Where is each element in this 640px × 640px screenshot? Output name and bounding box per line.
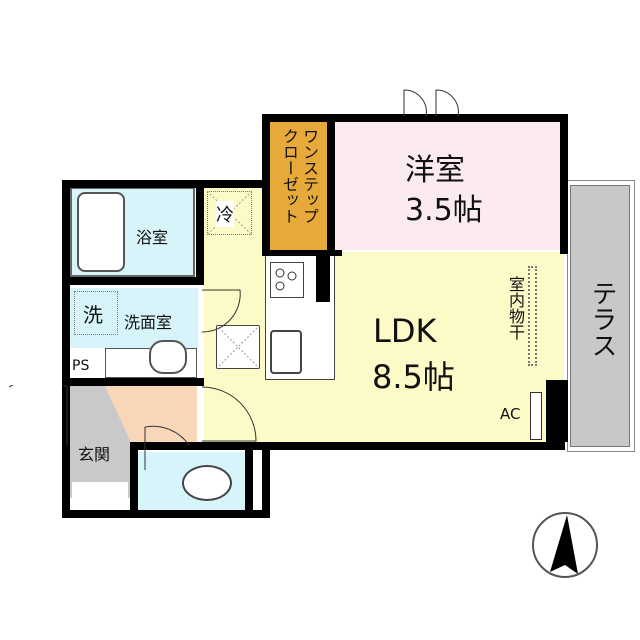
washroom-label: 洗面室 <box>124 313 173 332</box>
closet-label-line2: クローゼット <box>280 128 299 224</box>
wall <box>262 450 270 516</box>
terrace-label: テラス <box>587 280 617 358</box>
wall <box>316 256 330 302</box>
ldk-kitchen-corridor <box>204 188 266 258</box>
burner-icon <box>275 268 297 291</box>
ac-unit <box>530 392 542 440</box>
wall <box>262 114 568 122</box>
western-room <box>335 120 563 250</box>
wall <box>327 120 335 250</box>
storage-space <box>216 325 260 369</box>
wall <box>62 386 70 516</box>
ldk <box>204 252 564 442</box>
closet-label-line1: ワンステップ <box>300 128 319 224</box>
kitchen-sink <box>270 330 302 374</box>
indoor-drying-label: 室内物干 <box>506 276 525 340</box>
wall <box>130 445 138 515</box>
wall <box>560 114 568 254</box>
fridge-cross-icon <box>207 191 252 235</box>
western-room-size: 3.5帖 <box>405 193 483 228</box>
fridge-space <box>207 191 252 235</box>
north-compass-icon <box>532 512 598 578</box>
entrance-door-icon <box>8 385 68 445</box>
washroom-door-icon <box>201 289 241 333</box>
wall <box>62 510 270 518</box>
ldk-size: 8.5帖 <box>372 358 455 396</box>
washer-label: 洗 <box>83 303 103 327</box>
shoe-storage <box>72 482 128 512</box>
balcony-door-icon <box>403 89 459 117</box>
washroom <box>70 288 198 348</box>
wall <box>546 380 568 442</box>
ac-label: AC <box>500 405 521 423</box>
ldk-door-icon <box>201 386 257 442</box>
wall <box>262 250 342 256</box>
wall <box>62 277 204 285</box>
terrace <box>570 185 630 447</box>
bathtub <box>77 192 125 272</box>
bathroom-label: 浴室 <box>136 228 169 247</box>
wall <box>196 180 204 280</box>
washer-space <box>74 291 118 335</box>
indoor-drying-rail <box>528 266 537 366</box>
wall <box>245 450 253 516</box>
toilet-door-icon <box>144 425 190 470</box>
fridge-label: 冷 <box>216 201 234 227</box>
entrance-label: 玄関 <box>78 445 111 464</box>
stove <box>270 262 304 298</box>
closet <box>270 122 327 250</box>
wall <box>62 378 204 386</box>
wash-basin <box>149 340 187 374</box>
western-room-name: 洋室 <box>405 153 465 188</box>
wall <box>62 180 270 188</box>
wall <box>130 442 565 450</box>
ldk-name: LDK <box>373 312 437 350</box>
pipe-space-label: PS <box>72 358 90 374</box>
toilet-bowl <box>182 465 232 501</box>
